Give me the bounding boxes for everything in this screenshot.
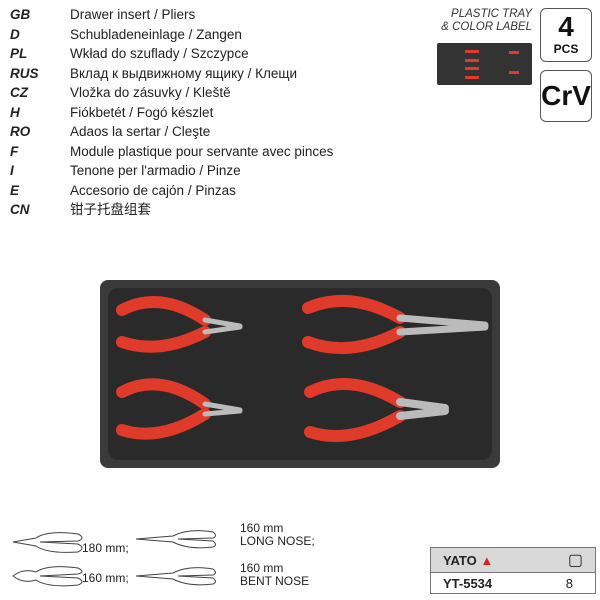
lang-text: Vložka do zásuvky / Kleště (70, 85, 231, 100)
spec-text: BENT NOSE (240, 574, 310, 588)
package-box-icon: ▢ (567, 552, 583, 569)
product-code: YT-5534 (443, 575, 493, 591)
lang-text: Wkład do szuflady / Szczypce (70, 46, 249, 61)
bent-nose-plier-icon (135, 567, 216, 586)
combination-plier-icon (12, 532, 83, 553)
spec-1: 180 mm; (82, 542, 129, 555)
lang-code: E (10, 182, 20, 198)
tray-label-line1: PLASTIC TRAY (451, 8, 532, 20)
spec-text: 180 mm; (82, 541, 129, 555)
brand-logo: YATO ▲ (443, 553, 493, 568)
lang-text: Schubladeneinlage / Zangen (70, 26, 242, 42)
piece-unit: PCS (553, 42, 579, 56)
lang-text: Fiókbetét / Fogó készlet (70, 104, 214, 120)
table-row: YT-5534 8 (431, 573, 595, 593)
brand-name: YATO (443, 552, 477, 568)
list-item: I Tenone per l'armadio / Pinze (10, 161, 333, 181)
list-item: H Fiókbetét / Fogó készlet (10, 103, 333, 123)
list-item: CZ Vložka do zásuvky / Kleště (10, 83, 333, 103)
spec-text: 160 mm (240, 521, 284, 535)
list-item: RO Adaos la sertar / Cleşte (10, 122, 333, 142)
lang-text: Adaos la sertar / Cleşte (70, 124, 211, 139)
lang-text: Tenone per l'armadio / Pinze (70, 163, 241, 178)
lang-code: CZ (10, 85, 28, 100)
list-item: E Accesorio de cajón / Pinzas (10, 181, 333, 201)
package-qty: 8 (565, 575, 573, 591)
diagonal-plier-icon (12, 566, 83, 587)
lang-code: I (10, 163, 14, 178)
list-item: D Schubladeneinlage / Zangen (10, 25, 333, 45)
material-badge: CrV (540, 70, 592, 122)
piece-count: 4 (558, 11, 574, 42)
product-table: YATO ▲ ▢ YT-5534 8 (430, 547, 596, 594)
table-header: YATO ▲ ▢ (431, 548, 595, 573)
lang-code: RUS (10, 65, 39, 81)
plier-combination (302, 294, 489, 355)
long-nose-plier-icon (135, 530, 216, 549)
lang-code: D (10, 26, 20, 42)
lang-text: Drawer insert / Pliers (70, 7, 196, 22)
lang-code: F (10, 143, 19, 159)
list-item: GB Drawer insert / Pliers (10, 5, 333, 25)
lang-code: H (10, 104, 20, 120)
spec-text: LONG NOSE; (240, 534, 315, 548)
piece-count-badge: 4 PCS (540, 8, 592, 62)
language-list: GB Drawer insert / Pliers D Schubladeneinl… (10, 5, 333, 220)
list-item: F Module plastique pour servante avec pin… (10, 142, 333, 162)
lang-code: GB (10, 7, 31, 22)
plier-bent-nose (116, 378, 243, 440)
lang-text: Accesorio de cajón / Pinzas (70, 182, 236, 198)
lang-text: 钳子托盘组套 (70, 202, 151, 217)
list-item: RUS Вклад к выдвижному ящику / Клещи (10, 64, 333, 84)
yato-logo-icon: ▲ (480, 552, 494, 568)
list-item: CN 钳子托盘组套 (10, 200, 333, 220)
plier-long-nose (116, 296, 243, 353)
pliers-tray (100, 280, 500, 468)
tray-label: PLASTIC TRAY& COLOR LABEL (440, 8, 532, 34)
plier-diagonal-cutter (304, 378, 449, 443)
lang-text: Вклад к выдвижному ящику / Клещи (70, 65, 298, 81)
lang-text: Module plastique pour servante avec pinc… (70, 143, 334, 159)
tray-label-line2: & COLOR LABEL (441, 21, 532, 33)
plier-outline-icons (12, 530, 216, 587)
pliers-image (116, 294, 489, 443)
tray-thumbnail (437, 43, 532, 85)
lang-code: RO (10, 124, 31, 139)
list-item: PL Wkład do szuflady / Szczypce (10, 44, 333, 64)
spec-text: 160 mm; (82, 571, 129, 585)
spec-3: 160 mm; (82, 572, 129, 585)
spec-text: 160 mm (240, 561, 284, 575)
lang-code: CN (10, 202, 30, 217)
lang-code: PL (10, 46, 28, 61)
tray-thumbnail-image (465, 50, 519, 79)
